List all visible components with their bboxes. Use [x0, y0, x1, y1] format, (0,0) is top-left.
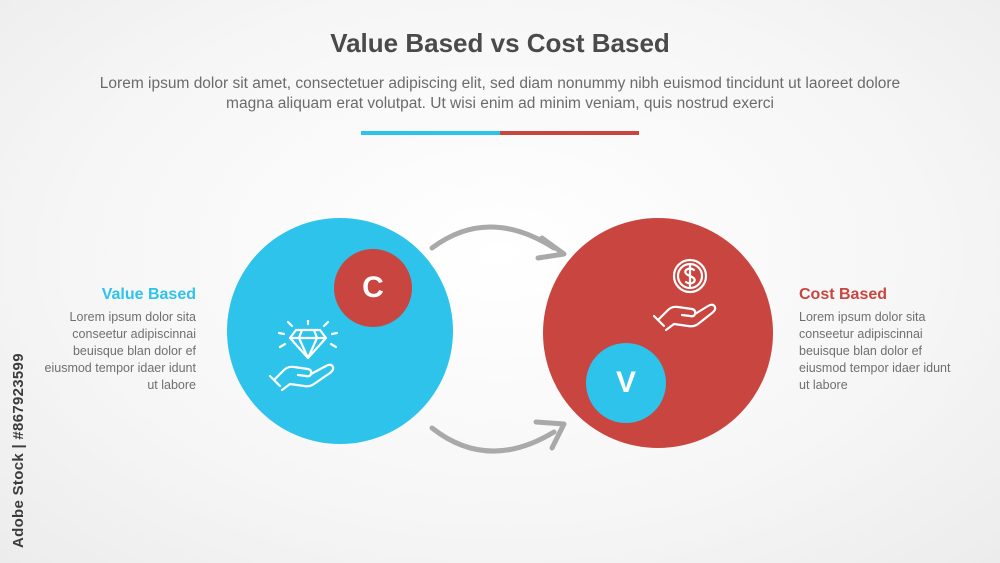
value-based-circle	[227, 218, 453, 444]
arrow-bottom-right	[429, 419, 567, 454]
cost-based-description: Lorem ipsum dolor sita conseetur adipisc…	[799, 310, 951, 392]
diamond-in-hand-icon	[268, 320, 339, 392]
arrow-top-head	[535, 235, 567, 261]
badge-v: V	[586, 343, 666, 423]
badge-c: C	[334, 249, 412, 327]
arrow-bottom-path	[429, 425, 557, 454]
page-subtitle: Lorem ipsum dolor sit amet, consectetuer…	[99, 75, 901, 112]
value-based-description: Lorem ipsum dolor sita conseetur adipisc…	[44, 310, 196, 392]
arrow-bottom-head	[533, 419, 567, 451]
value-based-heading: Value Based	[101, 286, 196, 303]
page-title: Value Based vs Cost Based	[330, 28, 670, 58]
cost-based-circle	[543, 218, 773, 448]
stock-id-text: Adobe Stock | #867923599	[10, 353, 27, 548]
cost-based-heading: Cost Based	[799, 286, 888, 303]
divider-red	[500, 131, 639, 135]
arrow-top-right	[429, 224, 567, 261]
badge-c-letter: C	[362, 271, 384, 304]
coin-in-hand-icon	[652, 258, 717, 332]
arrow-top-path	[429, 224, 557, 251]
badge-v-letter: V	[615, 366, 636, 399]
divider-blue	[361, 131, 500, 135]
